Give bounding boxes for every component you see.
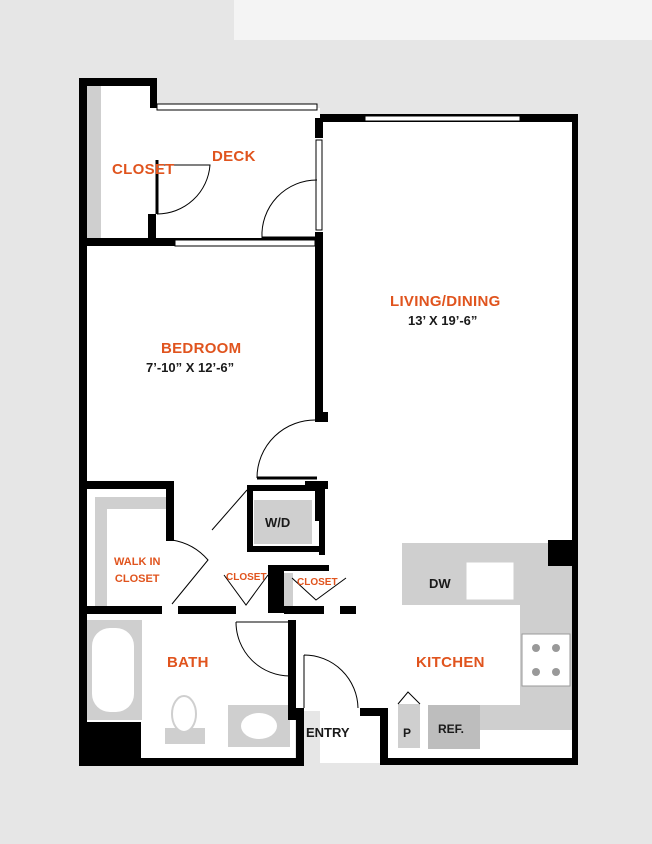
closet-b-label: CLOSET	[297, 577, 338, 588]
living-dining-dimensions: 13’ X 19’-6”	[408, 313, 478, 328]
entry-door	[303, 654, 359, 709]
doors	[155, 160, 421, 709]
floor-fill	[85, 82, 572, 763]
walkin-shelf-top	[95, 497, 167, 509]
vanity-sink	[241, 713, 277, 739]
walkin-line1: WALK IN	[114, 556, 161, 568]
deck-label: DECK	[212, 148, 256, 165]
hall-door	[211, 489, 248, 531]
sink-basin	[465, 561, 515, 601]
closet-a-door	[223, 574, 269, 606]
deck-door	[261, 179, 318, 239]
closet-shelf-top	[85, 82, 101, 242]
living-dining-label: LIVING/DINING	[390, 293, 501, 310]
closet-b-door	[291, 577, 347, 601]
pantry-door	[397, 691, 421, 705]
closet-top-door	[156, 164, 211, 215]
walkin-door	[171, 539, 209, 605]
bath-door	[235, 621, 291, 677]
pantry-box	[398, 704, 420, 748]
closet-top-label: CLOSET	[112, 161, 175, 178]
dishwasher-label: DW	[429, 576, 451, 591]
entry-label: ENTRY	[306, 725, 350, 740]
bedroom-label: BEDROOM	[161, 340, 242, 357]
washer-dryer-label: W/D	[265, 515, 291, 530]
closet-small-shelf	[283, 573, 293, 609]
windows	[156, 103, 521, 247]
walkin-shelf	[95, 497, 107, 607]
closet-a-label: CLOSET	[226, 572, 267, 583]
walkin-closet-label: WALK IN CLOSET	[114, 554, 160, 588]
kitchen-label: KITCHEN	[416, 654, 485, 671]
pantry-label: P	[403, 726, 412, 740]
cooktop	[521, 633, 571, 687]
bedroom-dimensions: 7’-10” X 12’-6”	[146, 360, 235, 375]
walkin-line2: CLOSET	[114, 573, 160, 585]
appliances	[92, 561, 571, 749]
bathtub-inner	[92, 628, 134, 712]
bath-label: BATH	[167, 654, 209, 671]
washer-dryer-box	[254, 500, 312, 544]
toilet-bowl	[171, 695, 197, 733]
refrigerator-label: REF.	[438, 722, 465, 736]
backdrop-band	[234, 0, 652, 40]
backdrop-right	[600, 40, 652, 844]
fridge-box	[428, 705, 480, 749]
toilet-tank	[165, 728, 205, 744]
bedroom-door	[256, 419, 318, 479]
